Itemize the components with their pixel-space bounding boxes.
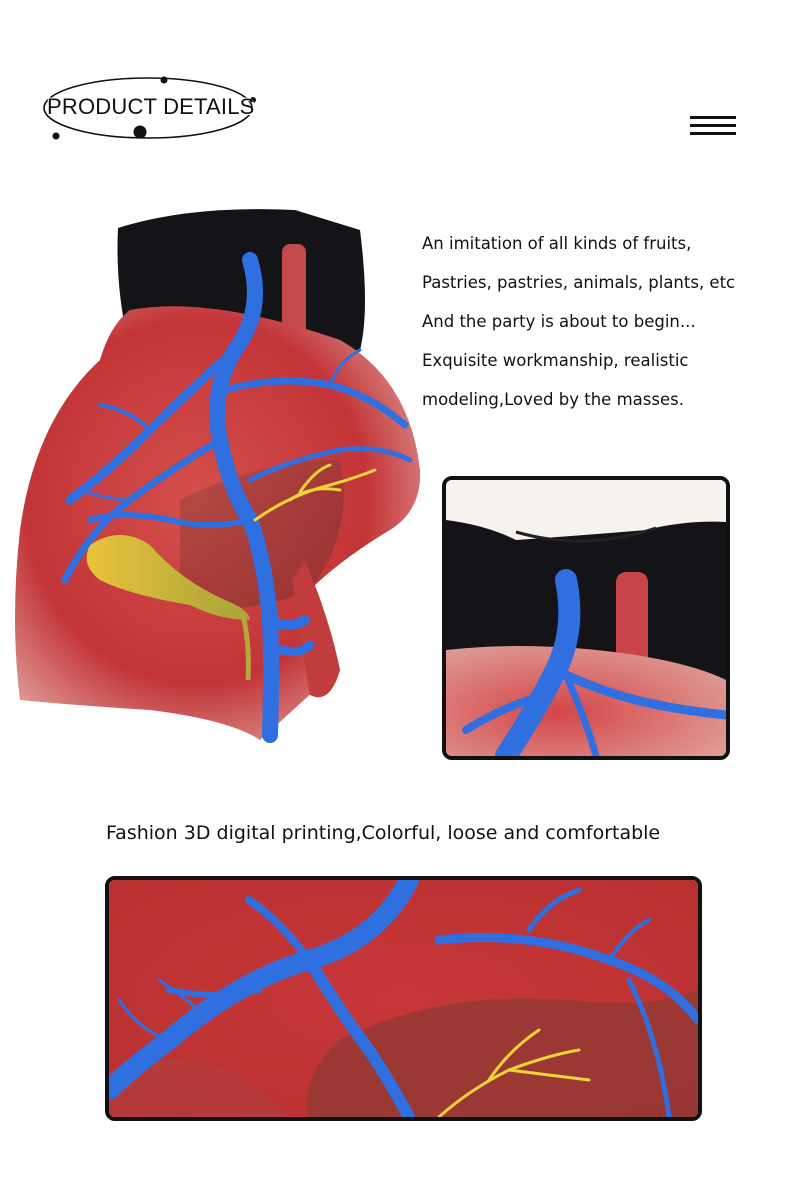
detail-image-veins [105,876,702,1121]
description-line: An imitation of all kinds of fruits, [422,234,692,253]
hamburger-menu-icon[interactable] [690,116,736,138]
description-line: Pastries, pastries, animals, plants, etc [422,273,736,292]
product-description: An imitation of all kinds of fruits, Pas… [422,224,772,419]
logo-ellipse-icon [43,76,256,140]
description-line: And the party is about to begin... [422,312,696,331]
description-line: Exquisite workmanship, realistic [422,351,689,370]
product-details-logo: PRODUCT DETAILS [40,72,260,144]
description-line: modeling,Loved by the masses. [422,390,684,409]
page-title: PRODUCT DETAILS [47,94,255,119]
product-image-vest [10,200,430,745]
tagline: Fashion 3D digital printing,Colorful, lo… [106,822,661,844]
detail-image-collar [442,476,730,760]
